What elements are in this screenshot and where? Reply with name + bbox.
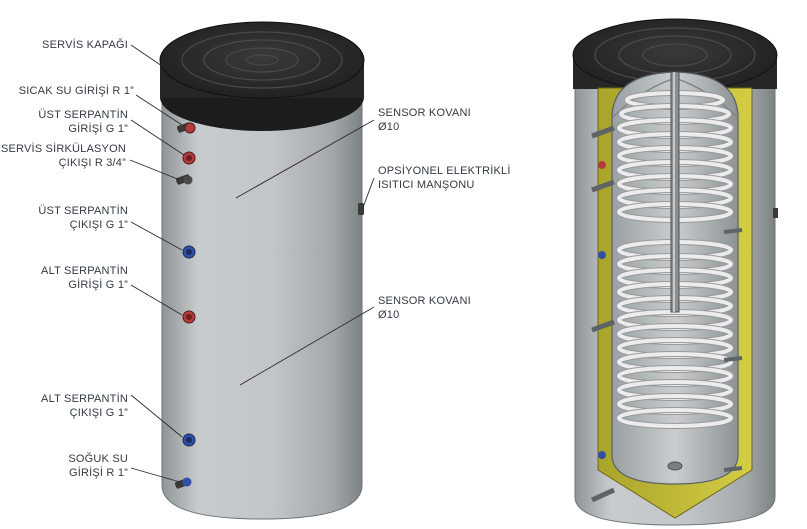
label-servis-kapagi: SERVİS KAPAĞI <box>42 38 128 51</box>
label-sensor-kovani-lower-1: SENSOR KOVANI <box>378 295 471 307</box>
label-soguk-su-girisi-1: SOĞUK SU <box>68 452 128 465</box>
heater-sleeve <box>358 203 364 215</box>
left-tank-body <box>161 74 363 520</box>
right-tank-lid <box>572 18 778 92</box>
anode-rod <box>670 71 680 313</box>
label-servis-sirkulasyon-2: ÇIKIŞI R 3/4” <box>59 157 127 169</box>
bottom-drain <box>667 461 683 471</box>
upper-coil-outlet-port <box>182 245 196 259</box>
label-ust-serpantin-girisi-1: ÜST SERPANTİN <box>38 108 128 121</box>
lower-coil-inlet-port <box>182 310 196 324</box>
service-circulation-port <box>175 174 193 185</box>
label-ust-serpantin-girisi-2: GİRİŞİ G 1” <box>68 122 128 135</box>
label-sensor-kovani-upper-2: Ø10 <box>378 121 399 133</box>
label-ust-serpantin-cikisi-2: ÇIKIŞI G 1” <box>70 219 129 231</box>
label-opsiyonel-isitici-1: OPSİYONEL ELEKTRİKLİ <box>378 164 511 177</box>
right-tank-cutaway <box>572 18 778 526</box>
lower-coil-outlet-port <box>182 433 196 447</box>
label-sensor-kovani-lower-2: Ø10 <box>378 309 399 321</box>
label-servis-sirkulasyon-1: SERVİS SİRKÜLASYON <box>1 142 126 155</box>
cold-water-inlet-port <box>174 477 192 489</box>
right-tank-pipes <box>590 125 778 503</box>
hot-water-inlet-port <box>176 122 196 134</box>
label-sicak-su-girisi: SICAK SU GİRİŞİ R 1” <box>19 84 134 97</box>
label-ust-serpantin-cikisi-1: ÜST SERPANTİN <box>38 204 128 217</box>
label-alt-serpantin-cikisi-1: ALT SERPANTİN <box>41 392 128 405</box>
label-soguk-su-girisi-2: GİRİŞİ R 1” <box>69 466 128 479</box>
leader-lines <box>129 44 375 483</box>
label-alt-serpantin-girisi-2: GİRİŞİ G 1” <box>68 278 128 291</box>
left-tank <box>159 21 365 520</box>
label-opsiyonel-isitici-2: ISITICI MANŞONU <box>378 179 475 191</box>
label-alt-serpantin-girisi-1: ALT SERPANTİN <box>41 264 128 277</box>
upper-coil-inlet-port <box>182 151 196 165</box>
label-alt-serpantin-cikisi-2: ÇIKIŞI G 1” <box>70 407 129 419</box>
label-sensor-kovani-upper-1: SENSOR KOVANI <box>378 107 471 119</box>
service-lid <box>159 21 365 131</box>
